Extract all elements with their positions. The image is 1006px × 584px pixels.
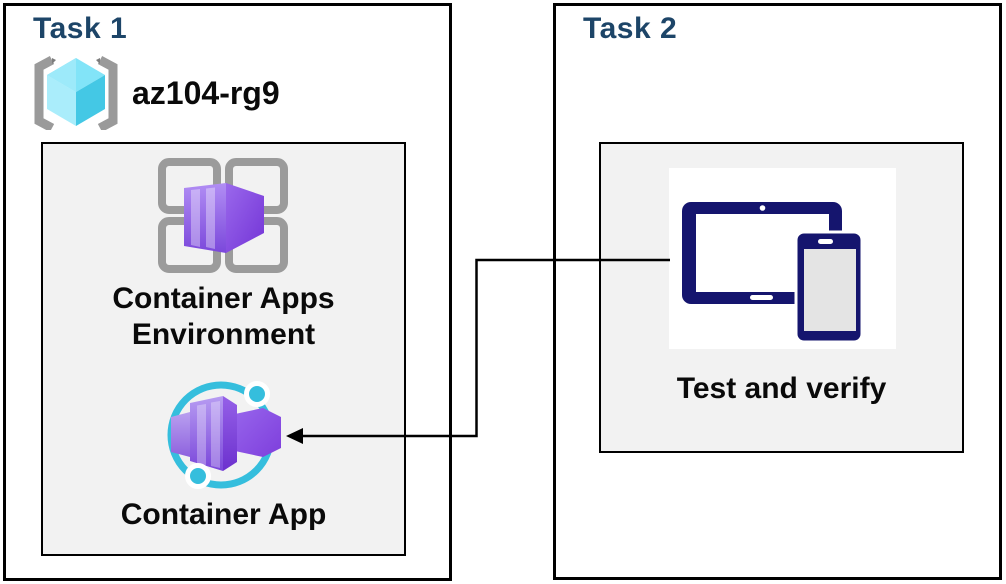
task2-title: Task 2 <box>583 12 678 45</box>
task1-box: Task 1 az104-rg9 <box>3 3 452 581</box>
resource-group-name: az104-rg9 <box>132 74 280 111</box>
resource-group-icon <box>34 56 118 130</box>
devices-icon <box>682 202 864 344</box>
container-app-label: Container App <box>120 498 327 531</box>
container-apps-environment-group-box: Container Apps Environment <box>41 142 406 556</box>
test-and-verify-card: Test and verify <box>599 142 964 453</box>
container-apps-environment-icon <box>158 158 288 273</box>
devices-icon-plate <box>669 168 896 349</box>
task2-box: Task 2 Test and verify <box>553 3 1002 580</box>
resource-group-header: az104-rg9 <box>30 56 280 130</box>
test-and-verify-label: Test and verify <box>676 372 887 405</box>
container-apps-environment-label: Container Apps Environment <box>112 282 335 351</box>
task1-title: Task 1 <box>33 12 128 45</box>
container-app-icon <box>167 381 281 489</box>
